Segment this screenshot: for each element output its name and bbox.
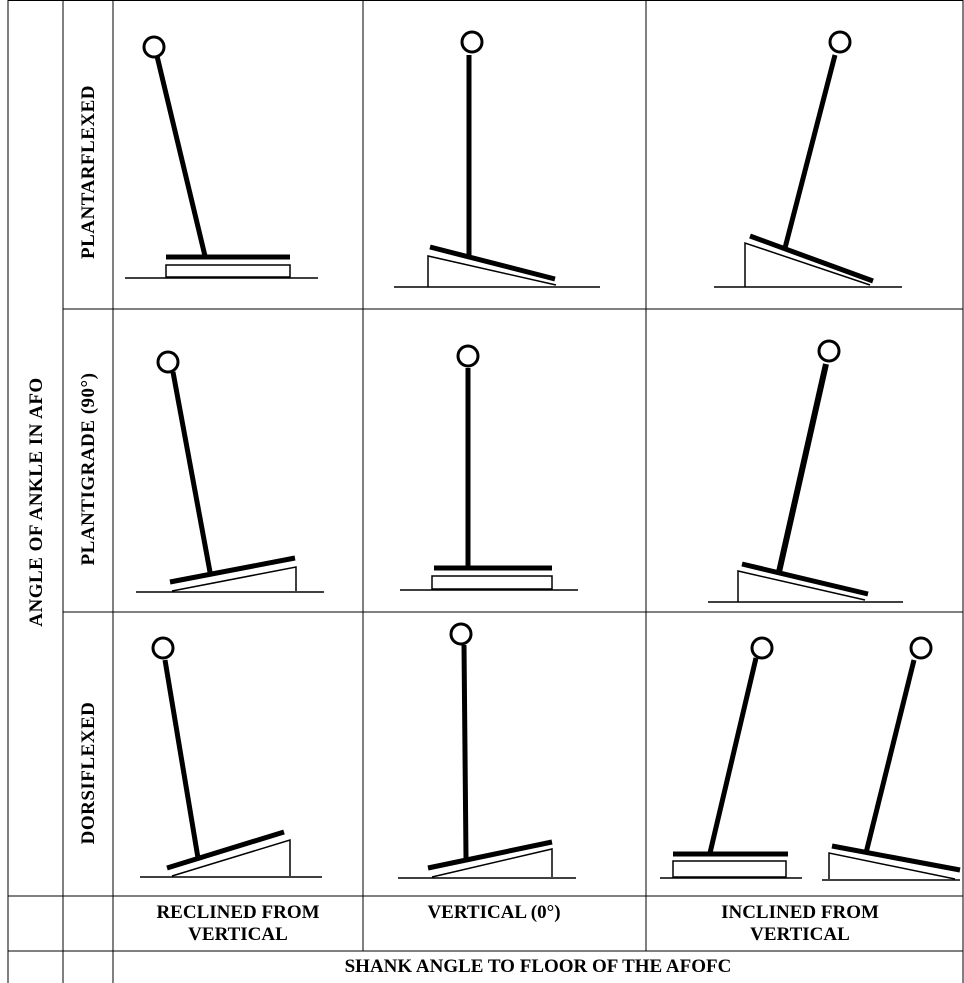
dorsiflexed-inclined-flat [660, 636, 802, 879]
row-label-dorsiflexed: DORSIFLEXED [78, 701, 99, 845]
row-label-plantigrade: PLANTIGRADE (90°) [78, 372, 99, 566]
table-lines [7, 0, 964, 983]
column-label-inclined-line1: INCLINED FROM [721, 902, 879, 923]
column-label-reclined-line2: VERTICAL [188, 924, 288, 945]
plantigrade-vertical [400, 344, 578, 591]
row-axis-title: ANGLE OF ANKLE IN AFO [26, 377, 47, 627]
plantarflexed-vertical [394, 30, 600, 288]
plantarflexed-reclined [125, 35, 318, 279]
column-label-reclined: RECLINED FROM VERTICAL [98, 902, 378, 946]
plantarflexed-inclined [714, 30, 902, 288]
row-label-plantarflexed: PLANTARFLEXED [78, 85, 99, 259]
column-label-reclined-line1: RECLINED FROM [156, 902, 320, 923]
column-label-inclined-line2: VERTICAL [750, 924, 850, 945]
plantigrade-inclined [708, 339, 903, 603]
dorsiflexed-inclined-heel-raise [822, 636, 961, 881]
column-label-vertical-line1: VERTICAL (0°) [427, 902, 561, 923]
plantigrade-reclined [136, 350, 324, 593]
dorsiflexed-vertical [398, 622, 576, 879]
column-label-vertical: VERTICAL (0°) [354, 902, 634, 924]
column-label-inclined: INCLINED FROM VERTICAL [660, 902, 940, 946]
dorsiflexed-reclined [140, 636, 322, 878]
column-axis-title: SHANK ANGLE TO FLOOR OF THE AFOFC [344, 956, 732, 977]
